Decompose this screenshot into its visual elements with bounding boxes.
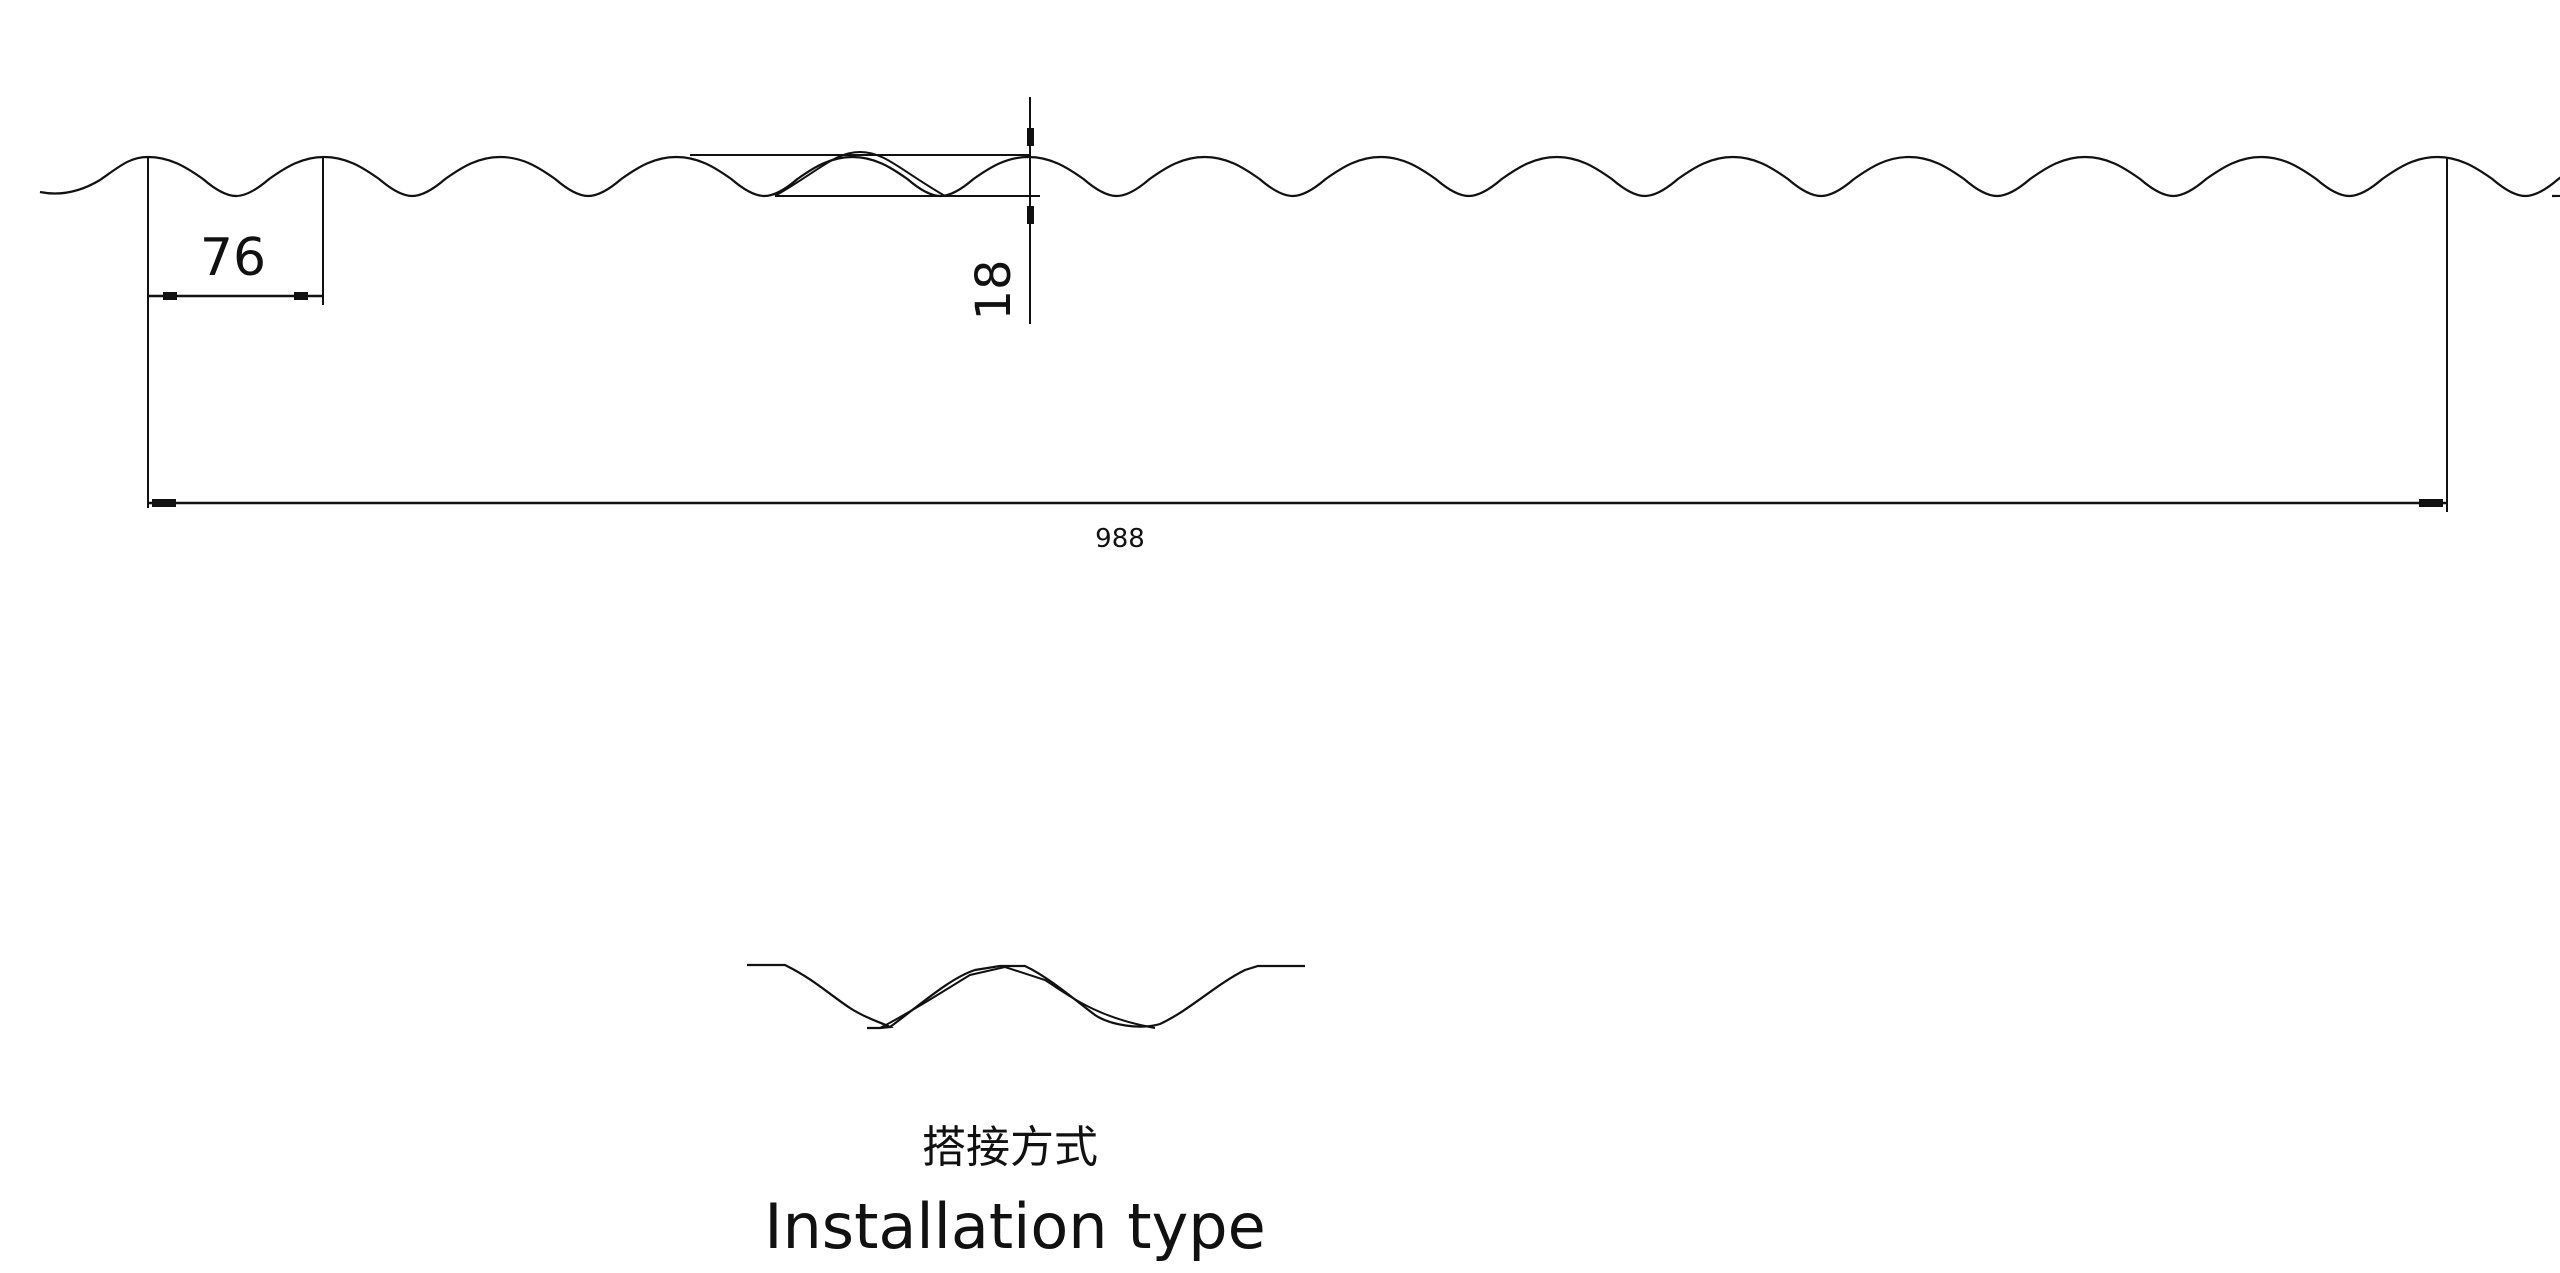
caption-english: Installation type [764,1190,1266,1263]
overlap-section [747,963,1305,1030]
height-label: 18 [966,259,1022,320]
height-dimension: 18 [966,97,1034,324]
cover-width-dimension: 988 [148,157,2448,554]
pitch-dimension: 76 [147,157,324,508]
caption-chinese: 搭接方式 [922,1122,1098,1173]
overlap-detail [690,150,1040,197]
cover-width-label: 988 [1095,524,1145,554]
pitch-label: 76 [200,228,266,288]
corrugated-profile [39,155,2560,198]
